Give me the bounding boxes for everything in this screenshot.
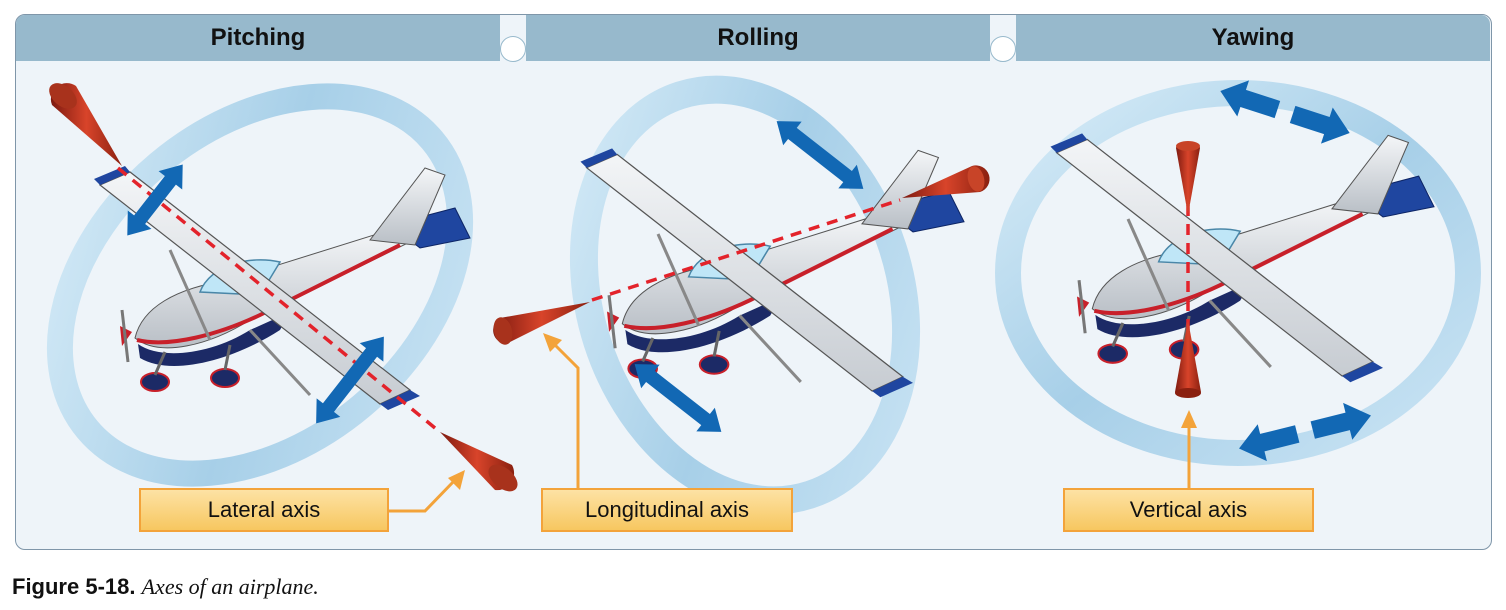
rolling-header: Rolling xyxy=(526,15,990,61)
double-arrow-icon xyxy=(1220,80,1350,144)
leader-arrow-icon xyxy=(553,343,580,488)
lateral-axis-label: Lateral axis xyxy=(139,488,389,532)
axis-cone-icon xyxy=(902,165,990,198)
pitch-rotation-ring xyxy=(46,83,474,487)
rolling-illustration xyxy=(493,75,990,515)
header-notch xyxy=(500,36,526,62)
vertical-axis-label: Vertical axis xyxy=(1063,488,1314,532)
roll-rotation-ring xyxy=(569,75,921,515)
yawing-header: Yawing xyxy=(1016,15,1490,61)
yawing-illustration xyxy=(995,80,1481,488)
pitching-header: Pitching xyxy=(16,15,500,61)
double-arrow-icon xyxy=(634,364,722,432)
axis-cone-icon xyxy=(1176,143,1200,215)
longitudinal-axis-line xyxy=(591,198,901,302)
double-arrow-icon xyxy=(1239,402,1371,462)
double-arrow-icon xyxy=(316,336,384,424)
double-arrow-icon xyxy=(776,121,864,189)
caption-number: Figure 5-18. xyxy=(12,574,136,599)
caption-text: Axes of an airplane. xyxy=(141,574,319,599)
figure-caption: Figure 5-18. Axes of an airplane. xyxy=(12,574,319,600)
double-arrow-icon xyxy=(127,164,183,236)
axis-cone-icon xyxy=(493,302,590,344)
pitching-illustration xyxy=(46,83,518,513)
airplane-icon xyxy=(1050,133,1434,382)
header-notch xyxy=(990,36,1016,62)
axis-cone-icon xyxy=(1175,320,1201,397)
leader-arrow-icon xyxy=(389,478,457,513)
longitudinal-axis-label: Longitudinal axis xyxy=(541,488,793,532)
